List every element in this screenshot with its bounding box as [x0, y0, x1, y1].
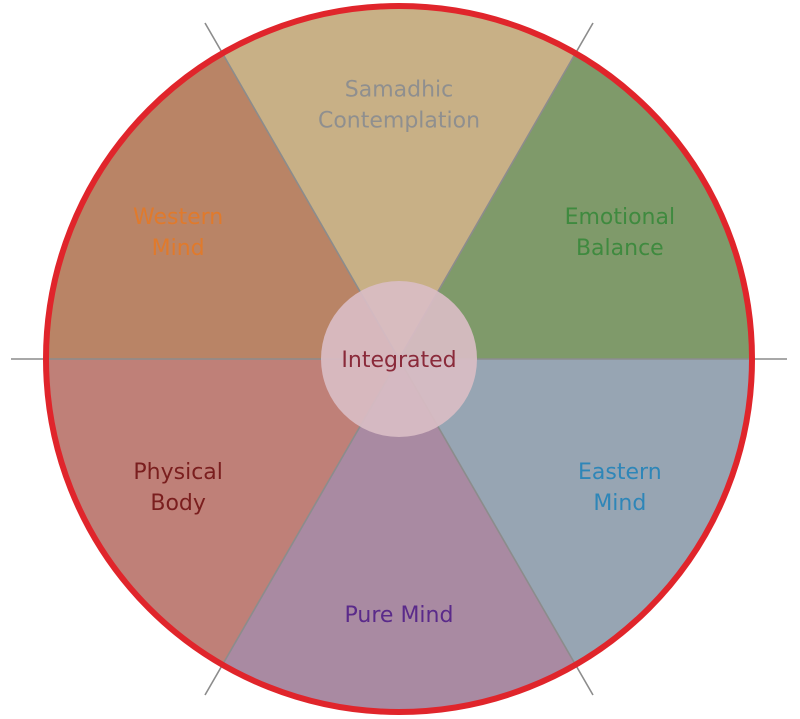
segment-pure — [222, 359, 576, 712]
center-hub — [321, 281, 477, 437]
segment-label-pure-line-1: Pure Mind — [345, 603, 454, 628]
segment-label-emotional-line-2: Balance — [576, 236, 664, 261]
segment-samadhic — [222, 5, 576, 360]
labels-layer: SamadhicContemplationEmotionalBalanceEas… — [133, 78, 675, 629]
segment-label-eastern-line-1: Eastern — [578, 460, 662, 485]
segment-label-western-line-2: Mind — [152, 236, 205, 261]
segment-label-physical-line-2: Body — [150, 491, 206, 516]
segment-label-samadhic-line-1: Samadhic — [345, 78, 453, 103]
segment-label-physical-line-1: Physical — [133, 460, 223, 485]
segment-label-emotional-line-1: Emotional — [565, 205, 676, 230]
center-label: Integrated — [341, 348, 456, 373]
segment-label-eastern-line-2: Mind — [593, 491, 646, 516]
segment-label-samadhic-line-2: Contemplation — [318, 109, 480, 134]
outer-ring — [43, 3, 755, 715]
segments-layer — [46, 5, 752, 712]
segment-label-western-line-1: Western — [133, 205, 223, 230]
